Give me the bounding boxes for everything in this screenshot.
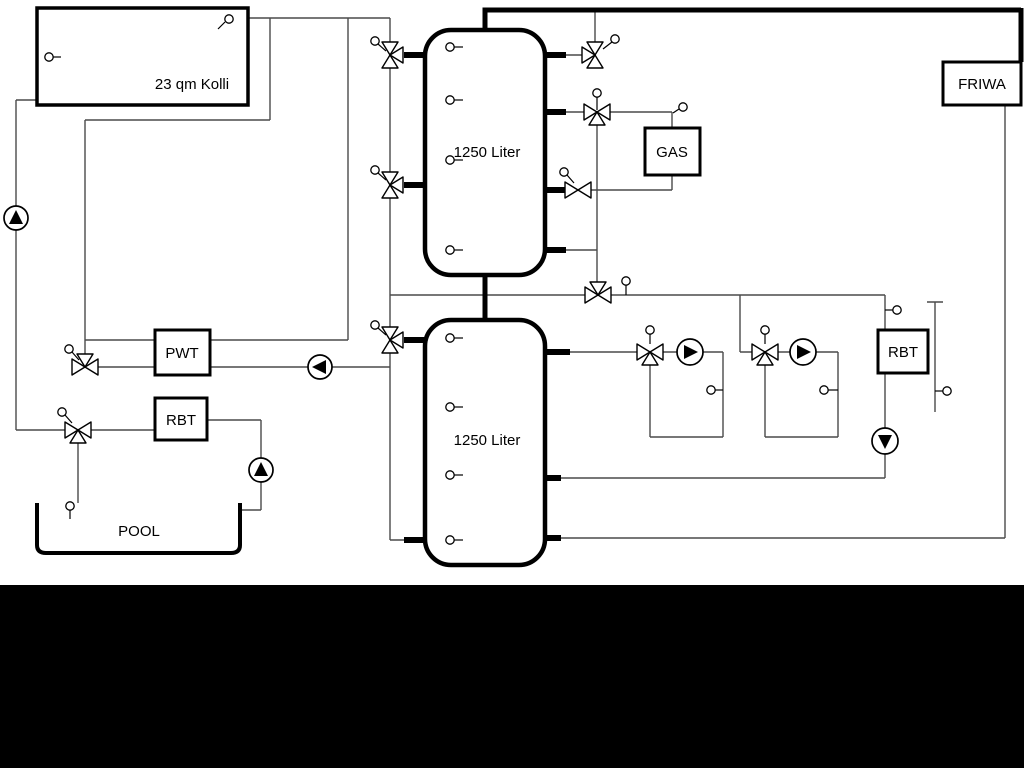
rbt-left-body bbox=[153, 396, 209, 442]
shutoff-valve-icon bbox=[564, 181, 592, 199]
solar-collector-body bbox=[35, 6, 250, 107]
valve-actuator-icon bbox=[559, 167, 575, 184]
gas-boiler-label: GAS bbox=[656, 144, 688, 161]
temperature-sensor-icon bbox=[217, 14, 234, 30]
friwa-label: FRIWA bbox=[958, 76, 1006, 93]
tank-sensor-icon bbox=[445, 95, 463, 105]
pool-pump-icon bbox=[248, 457, 274, 483]
rbt-secondary-sensor-icon bbox=[935, 386, 952, 396]
three-way-valve-icon bbox=[381, 171, 404, 199]
rbt-left-label: RBT bbox=[166, 412, 196, 429]
tank-sensor-icon bbox=[445, 535, 463, 545]
buffer-tank-bottom-body bbox=[422, 317, 548, 568]
pool-level-sensor-icon bbox=[65, 501, 75, 519]
temperature-sensor-icon bbox=[44, 52, 61, 62]
solar-collector-label: 23 qm Kolli bbox=[155, 76, 229, 93]
valve-actuator-icon bbox=[370, 36, 387, 52]
heating-circuit1-pump-icon bbox=[676, 338, 704, 366]
buffer-tank-top-label: 1250 Liter bbox=[454, 144, 521, 161]
rbt-right-body bbox=[876, 328, 930, 375]
pool-label: POOL bbox=[118, 523, 160, 540]
gas-boiler-body bbox=[643, 126, 702, 177]
gas-boiler: GAS bbox=[643, 126, 702, 177]
valve-actuator-icon bbox=[760, 325, 770, 344]
tank-port-stubs bbox=[404, 52, 570, 543]
piping-thick-main bbox=[482, 7, 1024, 320]
rbt-right-pump-icon bbox=[871, 427, 899, 455]
tank-sensor-icon bbox=[445, 333, 463, 343]
buffer-tank-bottom-label: 1250 Liter bbox=[454, 432, 521, 449]
tank-sensor-icon bbox=[445, 245, 463, 255]
heating-circuit2-pump-icon bbox=[789, 338, 817, 366]
valve-actuator-icon bbox=[645, 325, 655, 344]
friwa-body bbox=[941, 60, 1023, 107]
buffer-tank-top: 1250 Liter bbox=[422, 27, 548, 278]
valve-actuator-icon bbox=[602, 34, 620, 50]
three-way-valve-icon bbox=[381, 41, 404, 69]
three-way-valve-icon bbox=[583, 103, 611, 126]
valve-actuator-icon bbox=[370, 165, 387, 181]
valve-actuator-icon bbox=[57, 407, 73, 424]
valve-actuator-icon bbox=[370, 320, 387, 336]
pwt-label: PWT bbox=[165, 345, 198, 362]
tank-sensor-icon bbox=[445, 470, 463, 480]
mixing-valve-circuit2-icon bbox=[751, 343, 779, 366]
pwt-pump-icon bbox=[307, 354, 333, 380]
pwt-heat-exchanger: PWT bbox=[153, 328, 212, 377]
three-way-valve-icon bbox=[71, 353, 99, 376]
mixing-valve-circuit1-icon bbox=[636, 343, 664, 366]
rbt-right-label: RBT bbox=[888, 344, 918, 361]
piping-thin bbox=[15, 10, 1006, 541]
tank-sensor-icon bbox=[445, 402, 463, 412]
letterbox-bar bbox=[0, 585, 1024, 768]
circuit1-sensor-icon bbox=[706, 385, 723, 395]
buffer-tank-bottom: 1250 Liter bbox=[422, 317, 548, 568]
rbt-right: RBT bbox=[876, 328, 930, 375]
three-way-valve-icon bbox=[584, 281, 612, 304]
pool-basin bbox=[35, 503, 242, 555]
tank-sensor-icon bbox=[445, 155, 463, 165]
solar-pump-icon bbox=[3, 205, 29, 231]
friwa-station: FRIWA bbox=[941, 60, 1023, 107]
three-way-valve-icon bbox=[64, 421, 92, 444]
rbt-left: RBT bbox=[153, 396, 209, 442]
solar-collector: 23 qm Kolli bbox=[35, 6, 250, 107]
valve-actuator-icon bbox=[621, 276, 631, 295]
pool: POOL bbox=[35, 503, 242, 555]
boiler-flow-sensor-icon bbox=[672, 102, 688, 114]
three-way-valve-icon bbox=[381, 326, 404, 354]
tank-sensor-icon bbox=[445, 42, 463, 52]
rbt-feed-sensor-icon bbox=[885, 305, 902, 315]
three-way-valve-icon bbox=[581, 41, 604, 69]
valve-actuator-icon bbox=[592, 88, 602, 110]
pwt-body bbox=[153, 328, 212, 377]
valve-actuator-icon bbox=[64, 344, 80, 361]
circuit2-sensor-icon bbox=[819, 385, 838, 395]
buffer-tank-top-body bbox=[422, 27, 548, 278]
